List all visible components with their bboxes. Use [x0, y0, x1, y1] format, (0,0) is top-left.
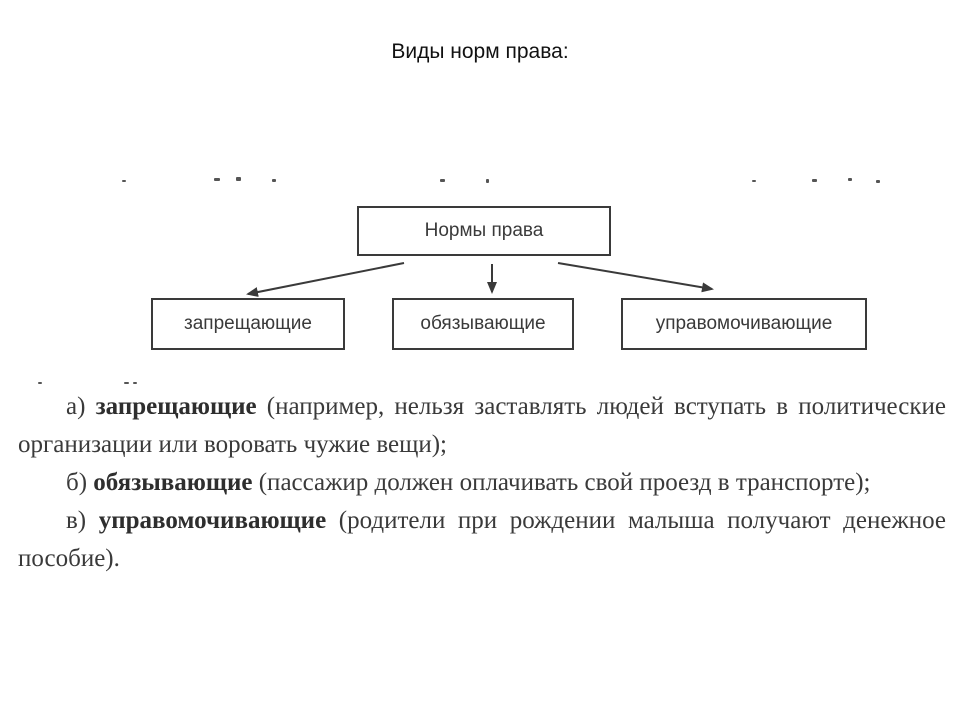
definitions-text: а) запрещающие (например, нельзя заставл… [18, 388, 946, 578]
diagram-node-empowering: управомочивающие [621, 298, 867, 350]
definition-text: (например, нельзя заставлять людей вступ… [18, 393, 946, 458]
diagram-arrows [246, 262, 714, 297]
arrow-to-prohibiting [246, 262, 405, 297]
scan-speck [440, 179, 445, 182]
diagram-node-obliging: обязывающие [392, 298, 574, 350]
scan-speck [272, 179, 276, 182]
scan-speck [124, 382, 129, 384]
scan-speck [122, 180, 126, 182]
scan-speck [848, 178, 852, 181]
scan-speck [876, 180, 880, 183]
definition-term: управомочивающие [98, 507, 327, 534]
scan-speck [236, 177, 241, 181]
scan-speck [214, 178, 220, 181]
definition-marker: в) [66, 507, 87, 534]
definition-marker: а) [66, 393, 86, 420]
definition-text: (родители при рождении малыша получают д… [18, 507, 947, 572]
definition-marker: б) [66, 469, 88, 496]
definition-term: запрещающие [95, 393, 257, 420]
scan-speck [752, 180, 756, 182]
scanned-figure: Нормы права запрещающие обязывающие упра… [0, 170, 960, 650]
diagram-root-node: Нормы права [357, 206, 611, 256]
scan-speck [812, 179, 817, 182]
definition-paragraph: в) управомочивающие (родители при рожден… [18, 502, 946, 578]
definition-paragraph: б) обязывающие (пассажир должен оплачива… [18, 464, 946, 502]
definition-text: (пассажир должен оплачивать свой проезд … [258, 469, 871, 496]
definition-term: обязывающие [93, 469, 253, 496]
arrow-to-empowering [557, 262, 714, 293]
definition-paragraph: а) запрещающие (например, нельзя заставл… [18, 388, 946, 464]
scan-speck [38, 382, 42, 384]
diagram-node-prohibiting: запрещающие [151, 298, 345, 350]
scan-speck [133, 382, 137, 384]
slide-title: Виды норм права: [391, 40, 569, 63]
scan-speck [486, 179, 489, 183]
